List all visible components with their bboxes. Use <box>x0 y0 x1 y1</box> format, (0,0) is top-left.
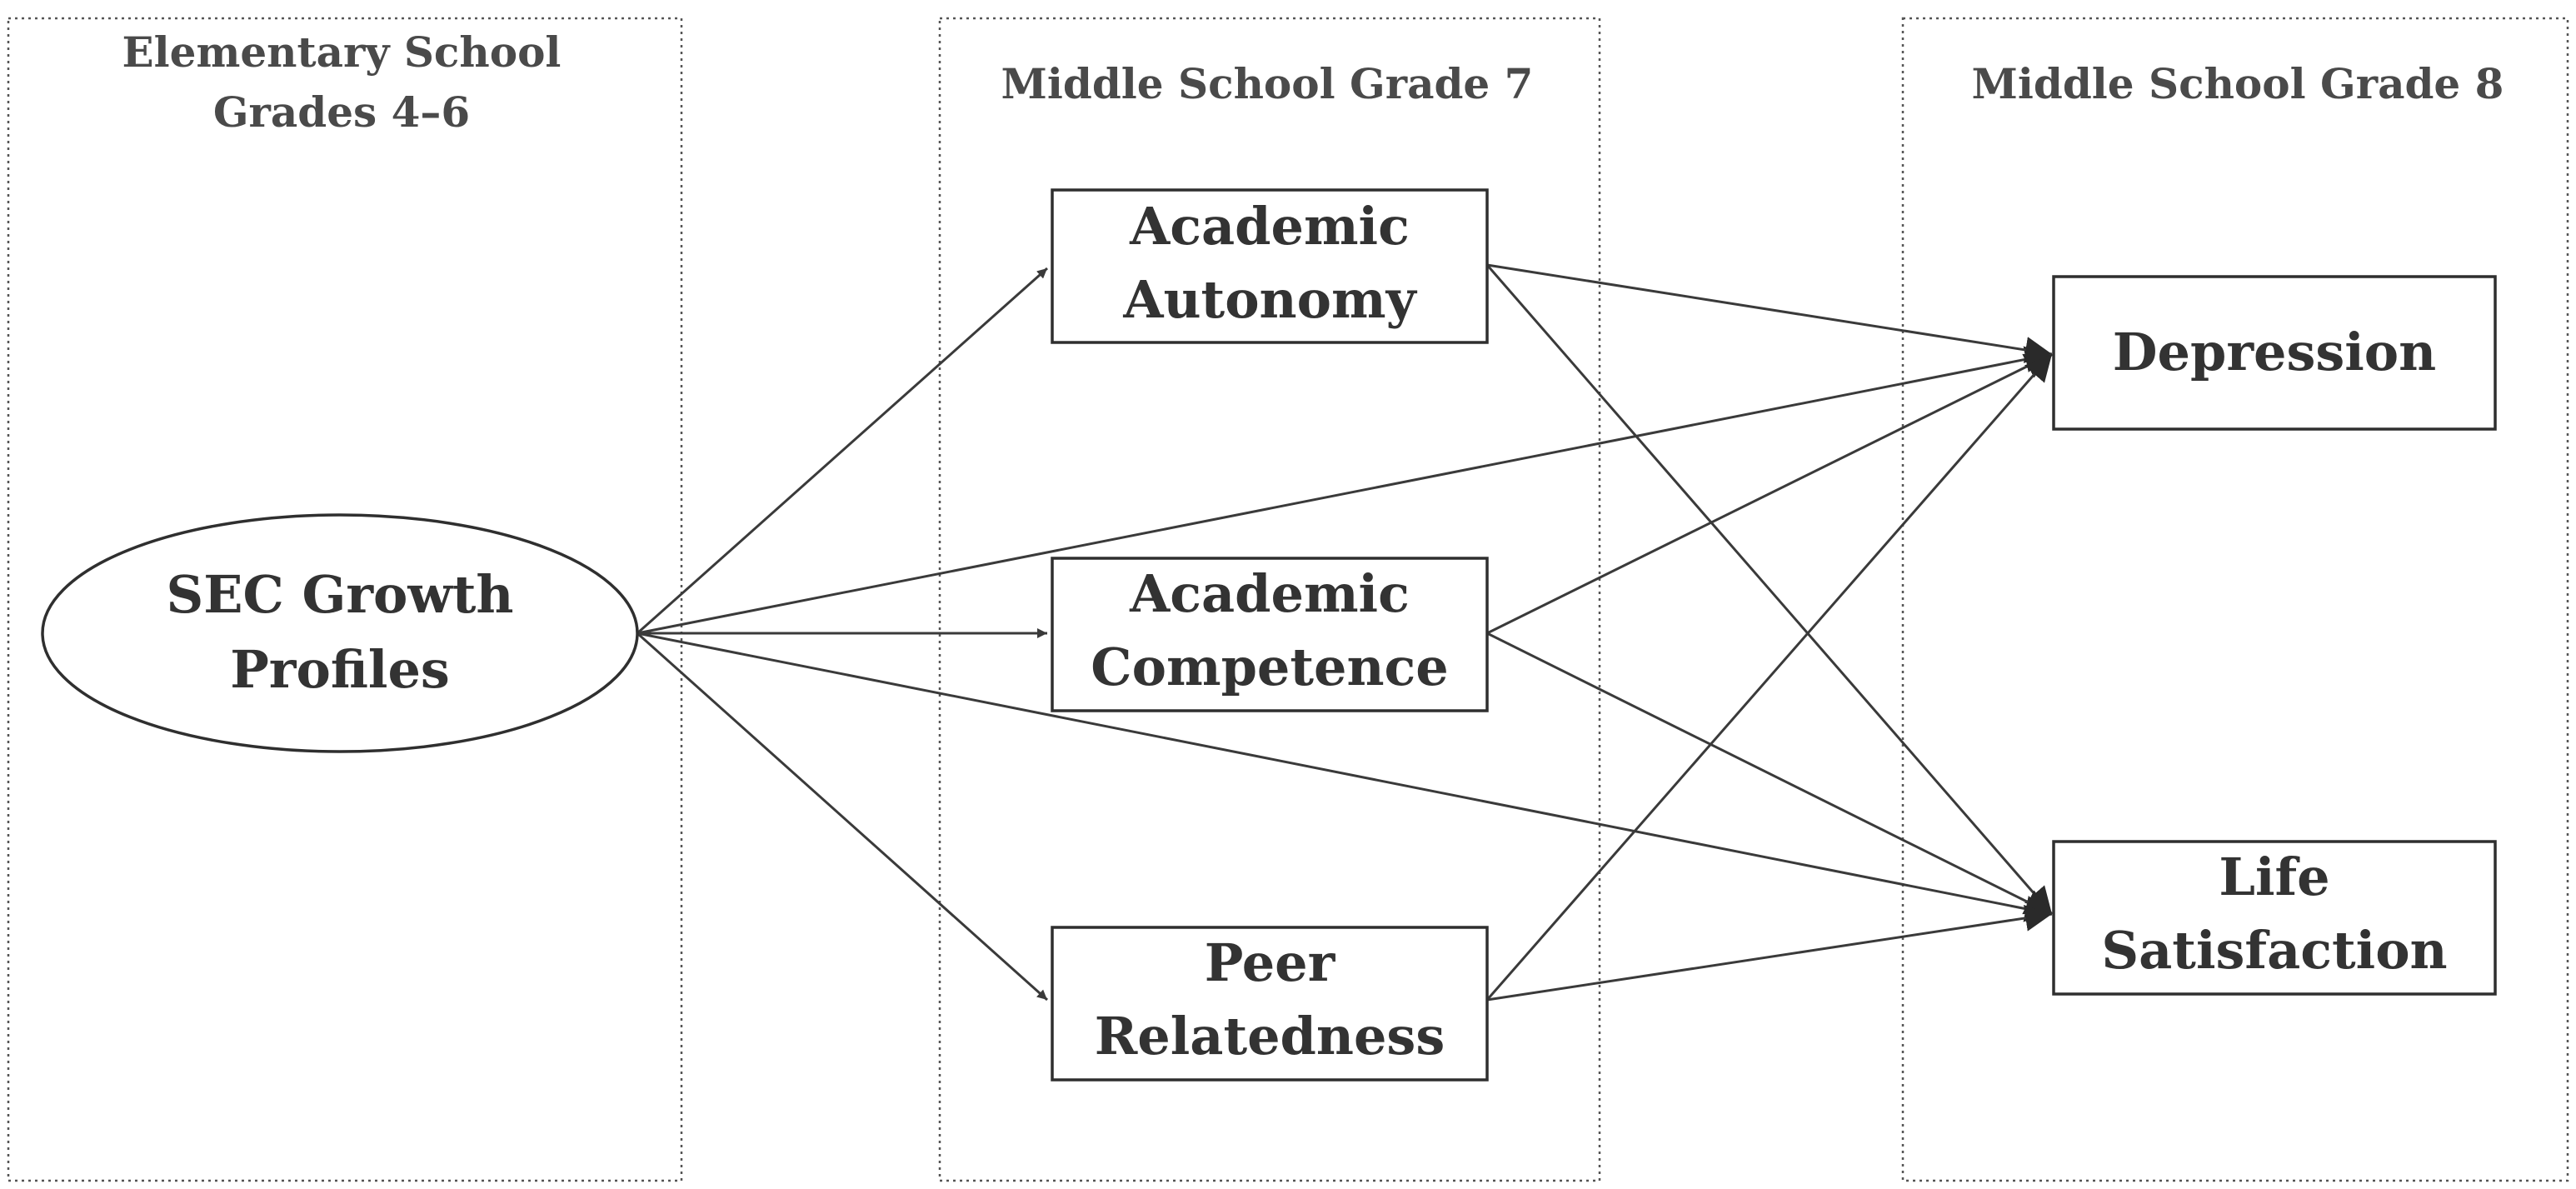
edge-sec-to-autonomy <box>637 267 1048 635</box>
node-label-line-1: Academic <box>1129 196 1410 257</box>
edge-autonomy-to-depression <box>1486 263 2053 363</box>
edge-competence-to-life-satisfaction <box>1486 632 2053 916</box>
node-label-line-2: Relatedness <box>1095 1006 1445 1067</box>
edge-relatedness-to-life-satisfaction <box>1486 904 2053 1002</box>
edge-sec-to-relatedness <box>637 632 1048 1002</box>
node-academic-autonomy: Academic Autonomy <box>1051 188 1489 344</box>
edge-sec-to-life-satisfaction <box>637 632 2053 922</box>
panel-grade7: Middle School Grade 7 <box>938 17 1601 1182</box>
edge-autonomy-to-life-satisfaction <box>1485 264 2054 915</box>
panel-title-line-1: Elementary School <box>122 27 562 77</box>
edge-relatedness-to-depression <box>1485 353 2054 1001</box>
panel-grade8: Middle School Grade 8 <box>1901 17 2569 1182</box>
node-life-satisfaction: Life Satisfaction <box>2052 840 2497 996</box>
node-depression: Depression <box>2052 275 2497 431</box>
node-label-line-1: SEC Growth <box>166 564 513 625</box>
node-label-line-2: Satisfaction <box>2101 920 2447 981</box>
panel-title: Middle School Grade 7 <box>1001 59 1534 108</box>
edge-sec-to-depression <box>637 346 2053 635</box>
panel-elementary: Elementary School Grades 4–6 <box>7 17 683 1182</box>
node-label-line-1: Academic <box>1129 563 1410 624</box>
edge-competence-to-depression <box>1486 352 2053 635</box>
panel-title-line-2: Grades 4–6 <box>213 87 470 137</box>
node-label-line-2: Competence <box>1091 637 1448 697</box>
node-sec-growth-profiles: SEC Growth Profiles <box>41 513 639 753</box>
node-peer-relatedness: Peer Relatedness <box>1051 926 1489 1082</box>
node-label-line-2: Profiles <box>230 639 450 700</box>
panel-title: Middle School Grade 8 <box>1972 59 2504 108</box>
node-label-line-1: Peer <box>1205 932 1336 993</box>
node-academic-competence: Academic Competence <box>1051 557 1489 712</box>
node-label: Depression <box>2113 322 2436 382</box>
node-label-line-1: Life <box>2219 847 2329 907</box>
node-label-line-2: Autonomy <box>1122 269 1417 330</box>
edges <box>637 263 2054 1002</box>
